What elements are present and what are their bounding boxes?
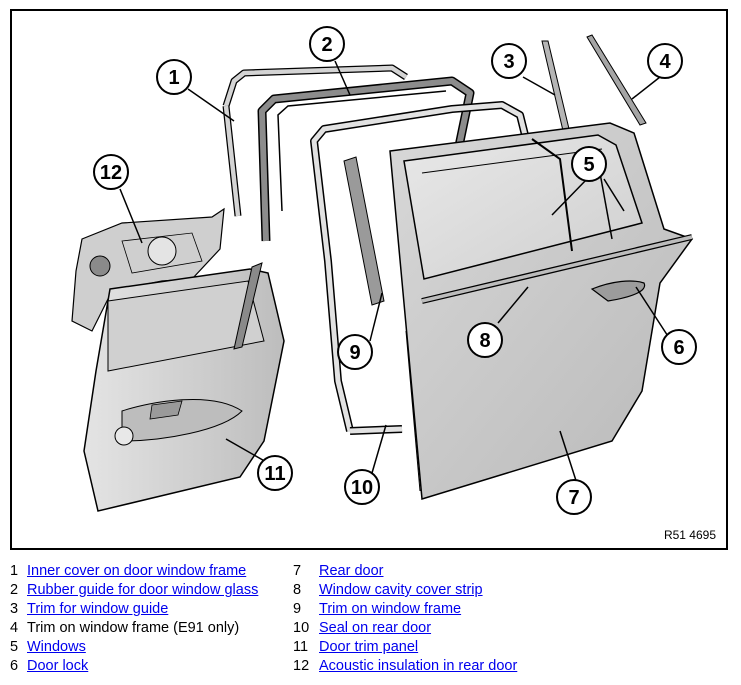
callout-5: 5 [571, 146, 607, 182]
legend-number: 7 [293, 563, 302, 579]
parts-legend: 1 Inner cover on door window frame 2 Rubbe… [10, 562, 730, 682]
legend-number: 2 [10, 582, 19, 598]
legend-link-inner-cover[interactable]: Inner cover on door window frame [27, 563, 247, 579]
legend-link-door-seal[interactable]: Seal on rear door [319, 620, 432, 636]
svg-text:5: 5 [583, 154, 594, 176]
legend-number: 6 [10, 658, 19, 674]
legend-item-11: 11 Door trim panel [293, 638, 418, 656]
legend-number: 3 [10, 601, 19, 617]
diagram-drawing: 1 2 3 4 5 6 7 8 9 10 11 12 [71, 26, 697, 515]
svg-text:4: 4 [659, 51, 671, 73]
legend-number: 12 [293, 658, 310, 674]
callout-2: 2 [309, 26, 345, 62]
legend-link-door-trim-panel[interactable]: Door trim panel [319, 639, 419, 655]
legend-item-4: 4 Trim on window frame (E91 only) [10, 619, 239, 637]
callout-3: 3 [491, 43, 527, 79]
callout-4: 4 [647, 43, 683, 79]
legend-number: 5 [10, 639, 19, 655]
window-frame-trim-part [343, 156, 385, 306]
callout-8: 8 [467, 322, 503, 358]
legend-item-2: 2 Rubber guide for door window glass [10, 581, 258, 599]
legend-link-acoustic-insulation[interactable]: Acoustic insulation in rear door [319, 658, 518, 674]
svg-text:6: 6 [673, 337, 684, 359]
callout-11: 11 [257, 455, 293, 491]
legend-number: 1 [10, 563, 19, 579]
callout-12: 12 [93, 154, 129, 190]
legend-link-window-guide-trim[interactable]: Trim for window guide [27, 601, 169, 617]
legend-item-3: 3 Trim for window guide [10, 600, 168, 618]
rear-door-part [389, 122, 694, 500]
callout-7: 7 [556, 479, 592, 515]
legend-number: 11 [293, 639, 309, 655]
legend-link-cavity-cover-strip[interactable]: Window cavity cover strip [319, 582, 483, 598]
rubber-guide-part [257, 76, 475, 242]
svg-text:12: 12 [100, 162, 122, 184]
legend-link-windows[interactable]: Windows [27, 639, 86, 655]
legend-text-e91-trim: Trim on window frame (E91 only) [27, 620, 240, 636]
legend-item-1: 1 Inner cover on door window frame [10, 562, 246, 580]
svg-text:9: 9 [349, 342, 360, 364]
figure-reference-code: R51 4695 [663, 528, 716, 542]
svg-text:10: 10 [351, 477, 373, 499]
legend-link-door-lock[interactable]: Door lock [27, 658, 89, 674]
legend-item-9: 9 Trim on window frame [293, 600, 461, 618]
svg-text:11: 11 [264, 463, 285, 485]
leader-lines [119, 60, 676, 494]
legend-number: 10 [293, 620, 310, 636]
callout-1: 1 [156, 59, 192, 95]
callout-10: 10 [344, 469, 380, 505]
legend-item-12: 12 Acoustic insulation in rear door [293, 657, 517, 675]
e91-frame-trim-part [586, 34, 647, 126]
legend-link-rubber-guide[interactable]: Rubber guide for door window glass [27, 582, 259, 598]
exploded-diagram: 1 2 3 4 5 6 7 8 9 10 11 12 R51 4695 [10, 9, 728, 550]
legend-number: 4 [10, 620, 19, 636]
legend-link-rear-door[interactable]: Rear door [319, 563, 384, 579]
legend-link-window-frame-trim[interactable]: Trim on window frame [319, 601, 462, 617]
svg-text:8: 8 [479, 330, 490, 352]
legend-item-6: 6 Door lock [10, 657, 88, 675]
callout-9: 9 [337, 334, 373, 370]
inner-cover-frame-part [222, 64, 408, 217]
svg-text:7: 7 [568, 487, 579, 509]
legend-item-10: 10 Seal on rear door [293, 619, 431, 637]
door-trim-panel-part [83, 262, 285, 512]
legend-item-5: 5 Windows [10, 638, 86, 656]
door-lock-part [590, 280, 646, 302]
legend-number: 8 [293, 582, 302, 598]
legend-item-7: 7 Rear door [293, 562, 383, 580]
legend-number: 9 [293, 601, 302, 617]
callouts: 1 2 3 4 5 6 7 8 9 10 11 12 [93, 26, 697, 515]
svg-text:3: 3 [503, 51, 514, 73]
callout-6: 6 [661, 329, 697, 365]
legend-item-8: 8 Window cavity cover strip [293, 581, 483, 599]
door-seal-part [310, 101, 530, 435]
svg-text:2: 2 [321, 34, 332, 56]
svg-text:1: 1 [168, 67, 179, 89]
window-guide-trim-part [541, 40, 571, 136]
